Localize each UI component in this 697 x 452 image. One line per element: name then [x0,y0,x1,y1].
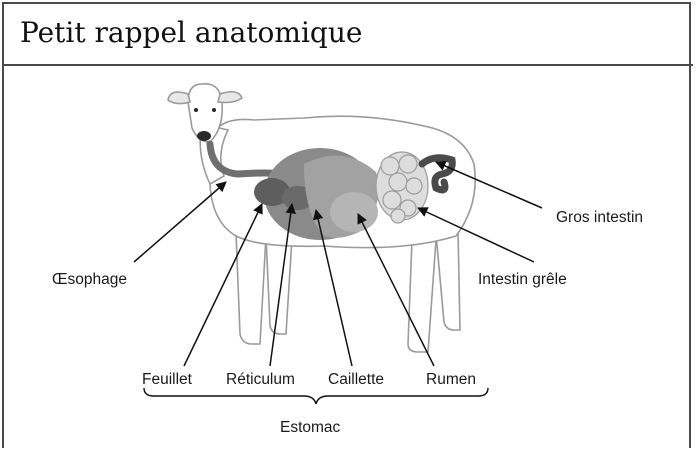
label-gros-intestin: Gros intestin [556,209,643,226]
slide-frame: Petit rappel anatomique [2,2,691,448]
label-intestin-grele: Intestin grêle [478,271,567,288]
label-oesophage: Œsophage [52,271,127,288]
title-bar: Petit rappel anatomique [4,4,693,66]
slide-title: Petit rappel anatomique [20,16,362,49]
label-rumen: Rumen [426,371,476,388]
label-caillette: Caillette [328,371,384,388]
label-feuillet: Feuillet [142,371,193,388]
label-estomac: Estomac [280,419,341,436]
sheep-nose [197,131,211,141]
stomach-brace [144,388,488,404]
sheep-anatomy-diagram: Œsophage Feuillet Réticulum Caillette Ru… [4,66,689,450]
label-reticulum: Réticulum [226,371,295,388]
